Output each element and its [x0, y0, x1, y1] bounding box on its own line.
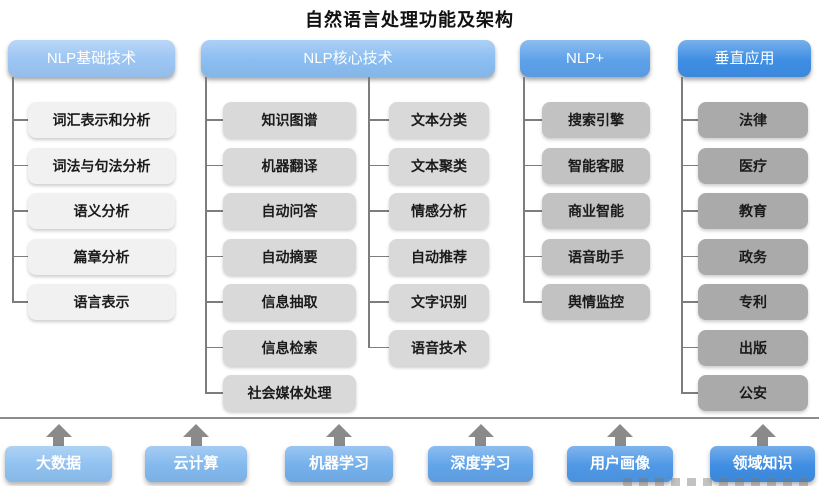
- connector-line: [12, 77, 14, 302]
- tree-node: 知识图谱: [223, 102, 356, 138]
- connector-line: [681, 255, 698, 257]
- up-arrow-head: [467, 424, 494, 437]
- connector-line: [368, 164, 389, 166]
- tree-node: 社会媒体处理: [223, 375, 356, 411]
- up-arrow-icon: [607, 424, 633, 446]
- up-arrow-stem: [475, 437, 486, 446]
- connector-line: [12, 210, 28, 212]
- up-arrow-head: [183, 424, 209, 437]
- tree-node: 政务: [698, 238, 808, 275]
- tree-node: 教育: [698, 193, 808, 229]
- connector-line: [523, 210, 542, 212]
- up-arrow-stem: [53, 437, 64, 446]
- column-header-nlp-plus: NLP+: [520, 40, 650, 77]
- connector-line: [205, 77, 207, 393]
- up-arrow-stem: [614, 437, 626, 446]
- tree-node: 语音技术: [389, 329, 489, 366]
- column-header-vertical-apps: 垂直应用: [678, 40, 811, 77]
- up-arrow-head: [749, 424, 776, 437]
- up-arrow-head: [45, 424, 72, 437]
- foundation-box: 用户画像: [567, 446, 673, 482]
- up-arrow-head: [326, 424, 352, 437]
- connector-line: [681, 301, 698, 303]
- up-arrow-icon: [183, 424, 209, 446]
- up-arrow-stem: [757, 437, 768, 446]
- connector-line: [205, 119, 223, 121]
- tree-node: 搜索引擎: [542, 102, 650, 138]
- connector-line: [368, 255, 389, 257]
- baseline-divider: [0, 417, 819, 419]
- column-header-nlp-basic: NLP基础技术: [8, 40, 175, 77]
- foundation-box: 机器学习: [285, 446, 393, 482]
- tree-node: 语义分析: [28, 193, 175, 229]
- foundation-box: 领域知识: [710, 446, 815, 482]
- tree-node: 智能客服: [542, 147, 650, 184]
- connector-line: [368, 346, 389, 348]
- up-arrow-icon: [326, 424, 352, 446]
- tree-node: 自动推荐: [389, 238, 489, 275]
- tree-node: 舆情监控: [542, 284, 650, 320]
- tree-node: 自动摘要: [223, 238, 356, 275]
- up-arrow-icon: [749, 424, 776, 446]
- connector-line: [205, 255, 223, 257]
- tree-node: 专利: [698, 284, 808, 320]
- tree-node: 信息检索: [223, 329, 356, 366]
- tree-node: 出版: [698, 329, 808, 366]
- foundation-box: 深度学习: [428, 446, 533, 482]
- connector-line: [523, 77, 525, 302]
- connector-line: [12, 301, 28, 303]
- tree-node: 语言表示: [28, 284, 175, 320]
- tree-node: 文字识别: [389, 284, 489, 320]
- connector-line: [205, 301, 223, 303]
- tree-node: 信息抽取: [223, 284, 356, 320]
- connector-line: [681, 77, 683, 393]
- foundation-box: 云计算: [145, 446, 247, 482]
- connector-line: [12, 119, 28, 121]
- connector-line: [681, 119, 698, 121]
- tree-node: 文本聚类: [389, 147, 489, 184]
- tree-node: 机器翻译: [223, 147, 356, 184]
- up-arrow-icon: [467, 424, 494, 446]
- watermark-fragment: [623, 478, 813, 486]
- connector-line: [523, 255, 542, 257]
- connector-line: [205, 164, 223, 166]
- connector-line: [12, 164, 28, 166]
- connector-line: [205, 392, 223, 394]
- connector-line: [681, 164, 698, 166]
- connector-line: [368, 119, 389, 121]
- connector-line: [368, 77, 370, 348]
- connector-line: [368, 210, 389, 212]
- connector-line: [523, 164, 542, 166]
- column-header-nlp-core: NLP核心技术: [201, 40, 495, 77]
- tree-node: 词汇表示和分析: [28, 102, 175, 138]
- tree-node: 医疗: [698, 147, 808, 184]
- tree-node: 文本分类: [389, 102, 489, 138]
- connector-line: [523, 301, 542, 303]
- connector-line: [681, 346, 698, 348]
- connector-line: [205, 210, 223, 212]
- connector-line: [205, 346, 223, 348]
- connector-line: [12, 255, 28, 257]
- tree-node: 商业智能: [542, 193, 650, 229]
- connector-line: [368, 301, 389, 303]
- connector-line: [523, 119, 542, 121]
- foundation-box: 大数据: [5, 446, 112, 482]
- connector-line: [681, 210, 698, 212]
- page-title: 自然语言处理功能及架构: [305, 10, 514, 30]
- tree-node: 自动问答: [223, 193, 356, 229]
- tree-node: 语音助手: [542, 238, 650, 275]
- up-arrow-stem: [333, 437, 345, 446]
- up-arrow-head: [607, 424, 633, 437]
- tree-node: 公安: [698, 375, 808, 411]
- tree-node: 情感分析: [389, 193, 489, 229]
- tree-node: 法律: [698, 102, 808, 138]
- connector-line: [681, 392, 698, 394]
- up-arrow-stem: [190, 437, 202, 446]
- up-arrow-icon: [45, 424, 72, 446]
- tree-node: 词法与句法分析: [28, 147, 175, 184]
- tree-node: 篇章分析: [28, 238, 175, 275]
